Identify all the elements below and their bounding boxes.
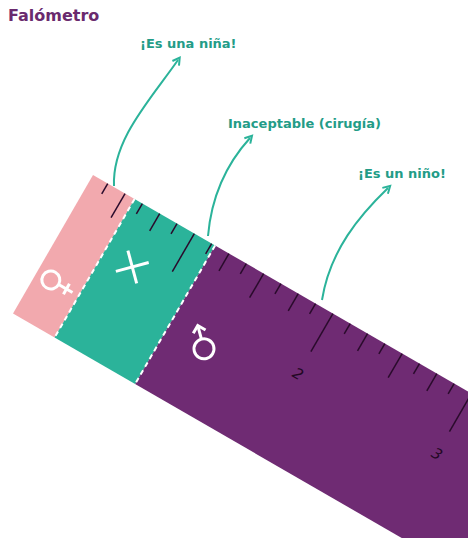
mars-symbol <box>184 326 221 363</box>
ruler-number: 3 <box>428 444 445 464</box>
ruler-number-box: 3 <box>428 444 445 464</box>
ruler-tick <box>171 224 177 234</box>
ruler-tick <box>427 374 437 391</box>
ruler-tick <box>344 324 350 334</box>
venus-symbol <box>39 268 77 301</box>
callout-label-box: ¡Es una niña! <box>140 36 237 51</box>
ruler-tick <box>250 274 264 298</box>
ruler-tick <box>219 254 229 271</box>
ruler-tick <box>310 304 316 314</box>
ruler-tick <box>111 194 125 218</box>
ruler-tick <box>379 344 385 354</box>
ruler-ticks <box>86 184 468 512</box>
diagram-title: Falómetro <box>8 6 99 25</box>
ruler-tick <box>449 394 468 432</box>
ruler-tick <box>311 314 333 352</box>
ruler <box>13 175 468 538</box>
callout-label-box: ¡Es un niño! <box>358 166 446 181</box>
ruler-tick <box>206 244 212 254</box>
callout-label-box: Inaceptable (cirugía) <box>228 116 381 131</box>
ruler-number-box: 2 <box>289 364 306 384</box>
ruler-tick <box>150 214 160 231</box>
leader-arrow <box>114 60 178 186</box>
ruler-tick <box>388 354 402 378</box>
leader-arrow <box>322 188 388 300</box>
ruler-tick <box>275 284 281 294</box>
ruler-tick <box>448 384 454 394</box>
callout-label: ¡Es una niña! <box>140 36 237 51</box>
callout-label: Inaceptable (cirugía) <box>228 116 381 131</box>
ruler-tick <box>102 184 108 194</box>
ruler-tick <box>288 294 298 311</box>
leader-arrow <box>208 138 250 236</box>
male-band <box>135 246 468 538</box>
ruler-tick <box>136 204 142 214</box>
ruler-number: 2 <box>289 364 306 384</box>
ruler-tick <box>240 264 246 274</box>
callout-label: ¡Es un niño! <box>358 166 446 181</box>
x-symbol <box>116 251 149 284</box>
ruler-tick <box>172 234 194 272</box>
ruler-tick <box>413 364 419 374</box>
ruler-tick <box>358 334 368 351</box>
diagram-title-box: Falómetro <box>8 6 99 25</box>
